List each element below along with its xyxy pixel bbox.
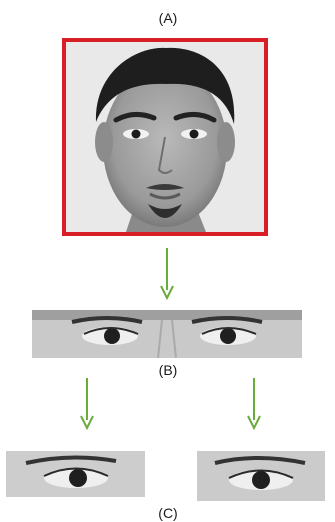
- left-eye-crop: [6, 451, 145, 497]
- left-eye-icon: [6, 451, 145, 497]
- right-eye-icon: [197, 451, 325, 501]
- arrow-down-icon: [79, 378, 95, 430]
- arrow-down-icon: [159, 248, 175, 300]
- label-b: (B): [148, 362, 188, 378]
- arrow-down-icon: [246, 378, 262, 430]
- eyes-crop: [32, 310, 302, 358]
- label-a: (A): [148, 10, 188, 26]
- face-photo-frame: [62, 38, 268, 236]
- right-eye-crop: [197, 451, 325, 501]
- eyes-crop-icon: [32, 310, 302, 358]
- label-c: (C): [148, 505, 188, 521]
- face-photo-icon: [66, 42, 264, 232]
